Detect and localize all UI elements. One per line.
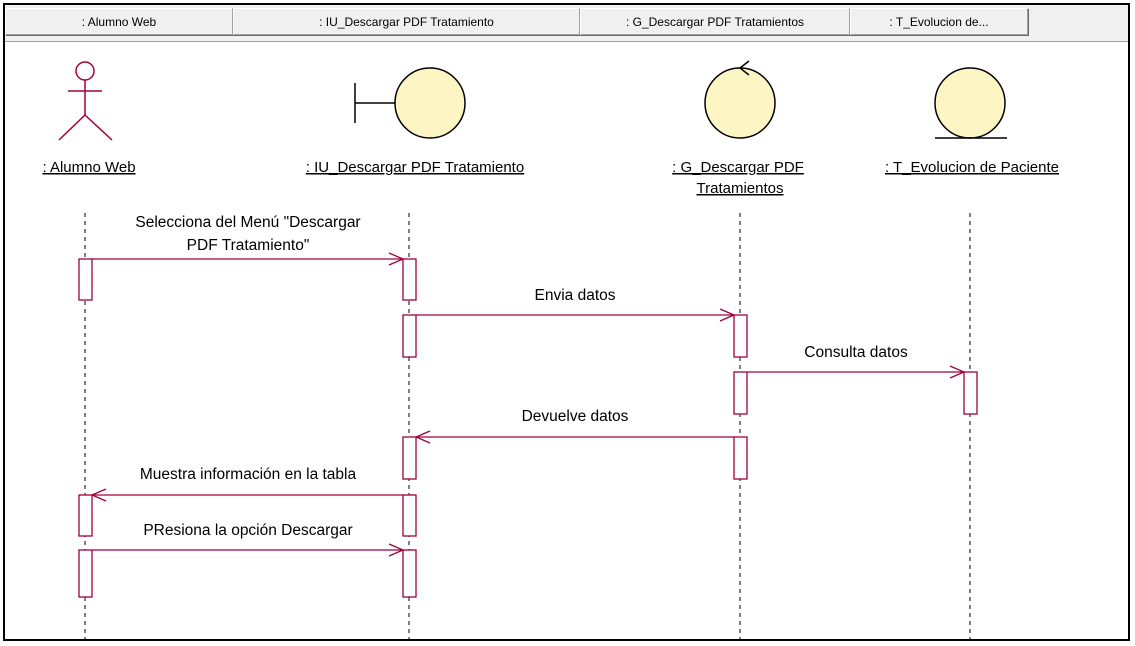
lifeline-label-g-descargar-line1: : G_Descargar PDF [672, 159, 804, 176]
lifeline-label-alumno-web: : Alumno Web [42, 159, 135, 176]
boundary-icon[interactable] [354, 67, 466, 139]
arrowhead-6 [388, 543, 405, 557]
header-column-alumno-web[interactable]: : Alumno Web [5, 8, 233, 35]
actor-icon[interactable] [58, 61, 113, 141]
activation-bars [78, 258, 978, 598]
header-column-g-descargar[interactable]: : G_Descargar PDF Tratamientos [580, 8, 850, 35]
message-arrows [90, 252, 966, 557]
activation-bar[interactable] [78, 494, 93, 537]
activation-bar[interactable] [402, 494, 417, 537]
activation-bar[interactable] [733, 314, 748, 358]
lifeline-dashes [84, 213, 971, 639]
message-label-5: Muestra información en la tabla [140, 466, 357, 483]
lifeline-label-t-evolucion: : T_Evolucion de Paciente [885, 159, 1059, 176]
activation-bar[interactable] [963, 371, 978, 415]
arrowhead-4 [414, 430, 431, 444]
activation-bar[interactable] [402, 258, 417, 301]
activation-bar[interactable] [733, 436, 748, 480]
message-label-1-line1: Selecciona del Menú "Descargar [135, 214, 360, 231]
message-label-3: Consulta datos [804, 344, 908, 361]
activation-bar[interactable] [402, 314, 417, 358]
header-column-iu-descargar[interactable]: : IU_Descargar PDF Tratamiento [233, 8, 580, 35]
arrowhead-3 [949, 365, 966, 379]
entity-icon[interactable] [934, 67, 1007, 139]
control-icon[interactable] [704, 60, 776, 139]
lifeline-header-bar: : Alumno Web : IU_Descargar PDF Tratamie… [5, 5, 1128, 42]
activation-bar[interactable] [402, 436, 417, 480]
header-column-t-evolucion[interactable]: : T_Evolucion de... [850, 8, 1028, 35]
activation-bar[interactable] [78, 258, 93, 301]
activation-bar[interactable] [78, 549, 93, 598]
activation-bar[interactable] [402, 549, 417, 598]
arrowhead-1 [388, 252, 405, 266]
message-label-2: Envia datos [535, 287, 616, 304]
message-label-6: PResiona la opción Descargar [143, 522, 352, 539]
sequence-diagram-window: : Alumno Web : IU_Descargar PDF Tratamie… [3, 3, 1130, 641]
arrowhead-2 [719, 308, 736, 322]
diagram-canvas: : Alumno Web : IU_Descargar PDF Tratamie… [42, 60, 1059, 639]
message-label-1-line2: PDF Tratamiento" [187, 237, 310, 254]
activation-bar[interactable] [733, 371, 748, 415]
arrowhead-5 [90, 488, 107, 502]
lifeline-label-iu-descargar: : IU_Descargar PDF Tratamiento [306, 159, 524, 176]
message-label-4: Devuelve datos [522, 408, 629, 425]
lifeline-label-g-descargar-line2: Tratamientos [697, 180, 784, 197]
